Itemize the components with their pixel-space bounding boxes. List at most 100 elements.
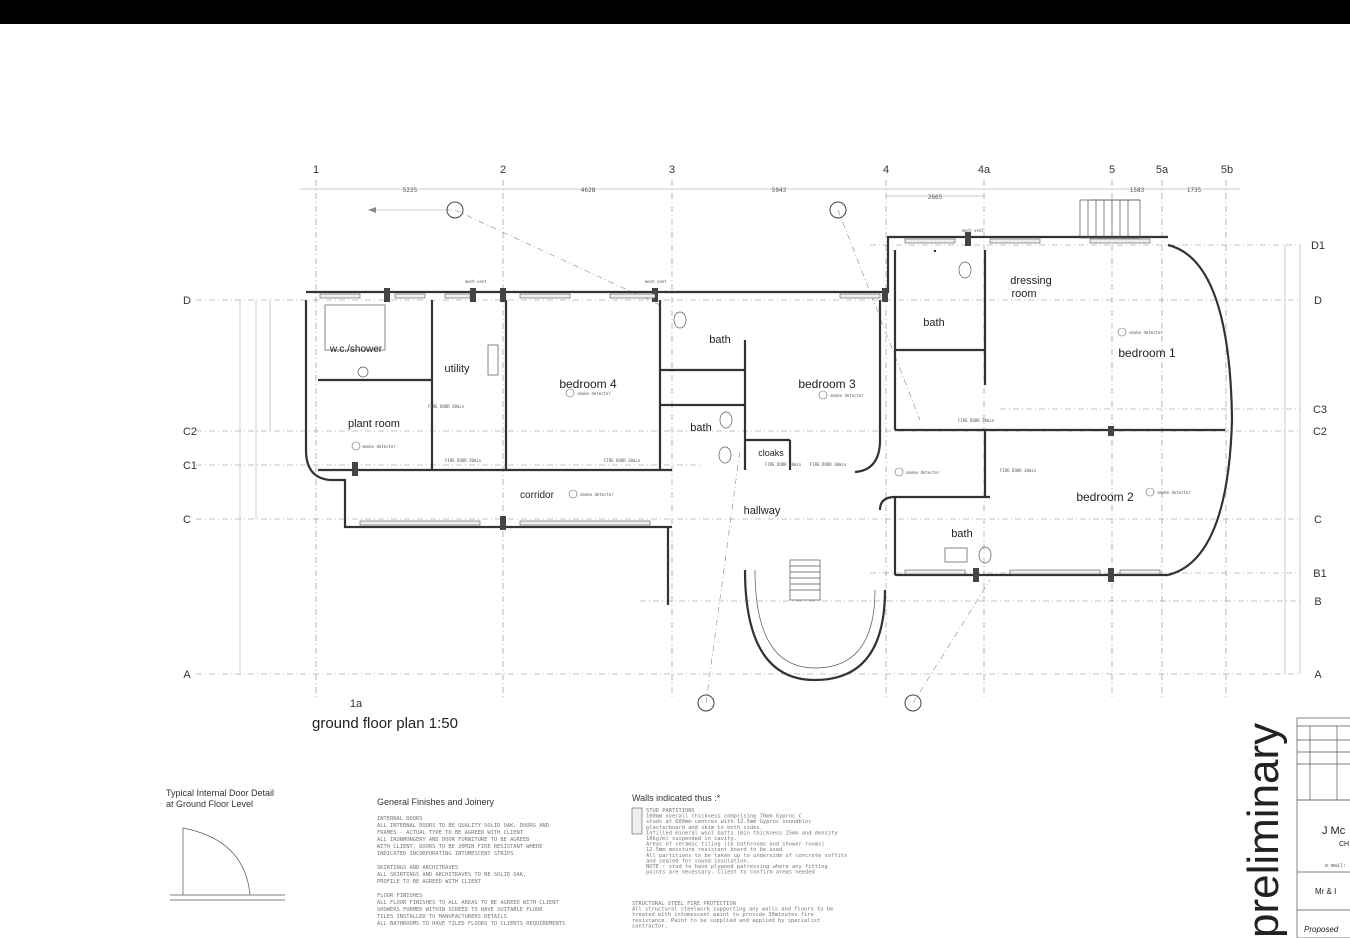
walls-line-9: and sealed for sound insulation. [646,858,750,864]
finishes-line-3: ALL IRONMONGERY AND DOOR FURNITURE TO BE… [377,837,530,843]
dim-1735: 1735 [1187,187,1202,194]
room-label-bedroom-4: bedroom 4 [559,377,617,391]
grid-label-col-5a: 5a [1156,164,1169,176]
room-label-dressing-room-line2: room [1011,288,1036,300]
grid-label-row-a-right: A [1314,669,1322,681]
fire-door-notes: FIRE DOOR 30min FIRE DOOR 30min FIRE DOO… [428,228,1037,473]
walls-line-2: studs at 600mm centres with 12.5mm Gypro… [646,819,812,825]
grid-label-row-a-left: A [183,669,191,681]
smoke-detector-label-bedroom2: smoke detector [1157,490,1191,495]
grid-label-col-2: 2 [500,164,506,176]
grid-row-labels: D C2 C1 C A D1 D C3 C2 C B1 B A [183,240,1327,681]
fire-door-note-3: FIRE DOOR 30min [604,458,641,463]
finishes-line-0: INTERNAL DOORS [377,816,422,822]
grid-label-row-b1-right: B1 [1313,568,1326,580]
grid-label-col-5b: 5b [1221,164,1233,176]
steel-line-2: treated with intumescent paint to provid… [632,912,814,918]
finishes-title: General Finishes and Joinery [377,797,495,807]
room-labels: w.c./shower utility plant room bedroom 4… [329,275,1176,540]
dim-2665: 2665 [928,194,943,201]
grid-label-col-4: 4 [883,164,889,176]
smoke-detector-label-bedroom3: smoke detector [830,393,864,398]
walls-line-4: Infilled mineral wool batts (min thickne… [646,830,838,836]
walls-line-8: All partitions to be taken up to undersi… [646,853,847,859]
grid-label-row-d1-right: D1 [1311,240,1325,252]
walls-line-6: Areas of ceramic tiling (ie bathrooms an… [646,842,825,848]
finishes-line-5: INDICATED INCORPORATING INTUMESCENT STRI… [377,851,513,857]
grid-label-row-b-right: B [1314,596,1321,608]
grid-label-row-c3-right: C3 [1313,404,1327,416]
dim-4628: 4628 [581,187,596,194]
finishes-line-7: SKIRTINGS AND ARCHITRAVES [377,865,458,871]
walls-title: Walls indicated thus :* [632,793,721,803]
room-label-plant-room: plant room [348,418,400,430]
door-detail-title-line2: at Ground Floor Level [166,799,253,809]
fire-door-note-7: FIRE DOOR 30min [1000,468,1037,473]
grid-label-row-c1-left: C1 [183,460,197,472]
room-label-dressing-room-line1: dressing [1010,275,1052,287]
walls-line-5: 10kg/m) suspended in cavity. [646,836,737,842]
room-label-bedroom-2: bedroom 2 [1076,490,1134,504]
steel-line-4: contractor. [632,923,668,929]
room-label-bedroom-3: bedroom 3 [798,377,856,391]
room-label-bath-top-left: bath [709,334,730,346]
grid-label-row-c2-left: C2 [183,426,197,438]
title-block-project: Proposed [1304,925,1339,934]
structural-columns [352,232,1114,582]
plan-title: ground floor plan 1:50 [312,715,458,732]
fire-door-note-1: FIRE DOOR 30min [428,404,465,409]
stairs [789,199,1141,601]
grid-label-col-4a: 4a [978,164,991,176]
grid-label-col-5: 5 [1109,164,1115,176]
left-dimension-lines [239,245,1301,674]
walls-line-3: plasterboard and skim to both sides. [646,825,763,831]
title-block-company: J Mc [1322,825,1346,837]
finishes-line-8: ALL SKIRTINGS AND ARCHITRAVES TO BE SOLI… [377,872,526,878]
room-label-corridor: corridor [520,490,555,501]
grid-label-col-3: 3 [669,164,675,176]
sanitary-fixtures [324,261,992,564]
room-label-utility: utility [444,363,470,375]
mech-vent-note-1: mech vent [962,228,984,233]
smoke-detector-label-landing: smoke detector [906,470,940,475]
section-markers [446,201,991,712]
grid-label-row-c2-right: C2 [1313,426,1327,438]
smoke-detector-label-bedroom1: smoke detector [1129,330,1163,335]
dim-1583: 1583 [1130,187,1145,194]
title-block-email: e-mail: [1325,863,1346,869]
room-label-bath-middle: bath [923,317,944,329]
grid-label-row-d-left: D [183,295,191,307]
finishes-line-9: PROFILE TO BE AGREED WITH CLIENT [377,879,482,885]
mech-vent-note-2: mech vent [465,279,487,284]
interior-walls [318,250,1225,497]
finishes-line-4: WITH CLIENT, DOORS TO BE 30MIN FIRE RESI… [377,844,543,850]
top-black-bar [0,0,1350,24]
walls-indicated-note: Walls indicated thus :* STUD PARTITIONS1… [631,793,847,929]
top-dimension-string: 5225 4628 5943 2665 1583 1735 [300,187,1240,213]
smoke-detectors: smoke detector smoke detector smoke dete… [351,327,1191,499]
grid-lines [196,180,1300,700]
fire-door-note-4: FIRE DOOR 30min [765,462,802,467]
fire-door-note-5: FIRE DOOR 30min [810,462,847,467]
title-block-client: Mr & I [1315,887,1336,896]
grid-label-row-c-right: C [1314,514,1322,526]
dim-5225: 5225 [403,187,418,194]
door-detail-title-line1: Typical Internal Door Detail [166,788,274,798]
room-label-bath-bottom-left: bath [690,422,711,434]
finishes-line-13: SHOWERS FORMED WITHIN SCREED TO HAVE SUI… [377,907,543,913]
finishes-line-12: ALL FLOOR FINISHES TO ALL AREAS TO BE AG… [377,900,559,906]
windows [319,238,1161,575]
room-label-bedroom-1: bedroom 1 [1118,346,1176,360]
room-label-wc-shower: w.c./shower [329,344,383,355]
walls-line-0: STUD PARTITIONS [646,808,695,814]
fire-door-note-2: FIRE DOOR 30min [445,458,482,463]
smoke-detector-label-corridor: smoke detector [580,492,614,497]
finishes-line-15: ALL BATHROOMS TO HAVE TILED FLOORS TO CL… [377,921,565,927]
mech-vent-note-3: mech vent [645,279,667,284]
grid-label-col-1a: 1a [350,698,363,710]
title-block-ch: CH [1339,841,1349,848]
finishes-line-2: FRAMES - ACTUAL TYPE TO BE AGREED WITH C… [377,830,524,836]
grid-label-col-1: 1 [313,164,319,176]
